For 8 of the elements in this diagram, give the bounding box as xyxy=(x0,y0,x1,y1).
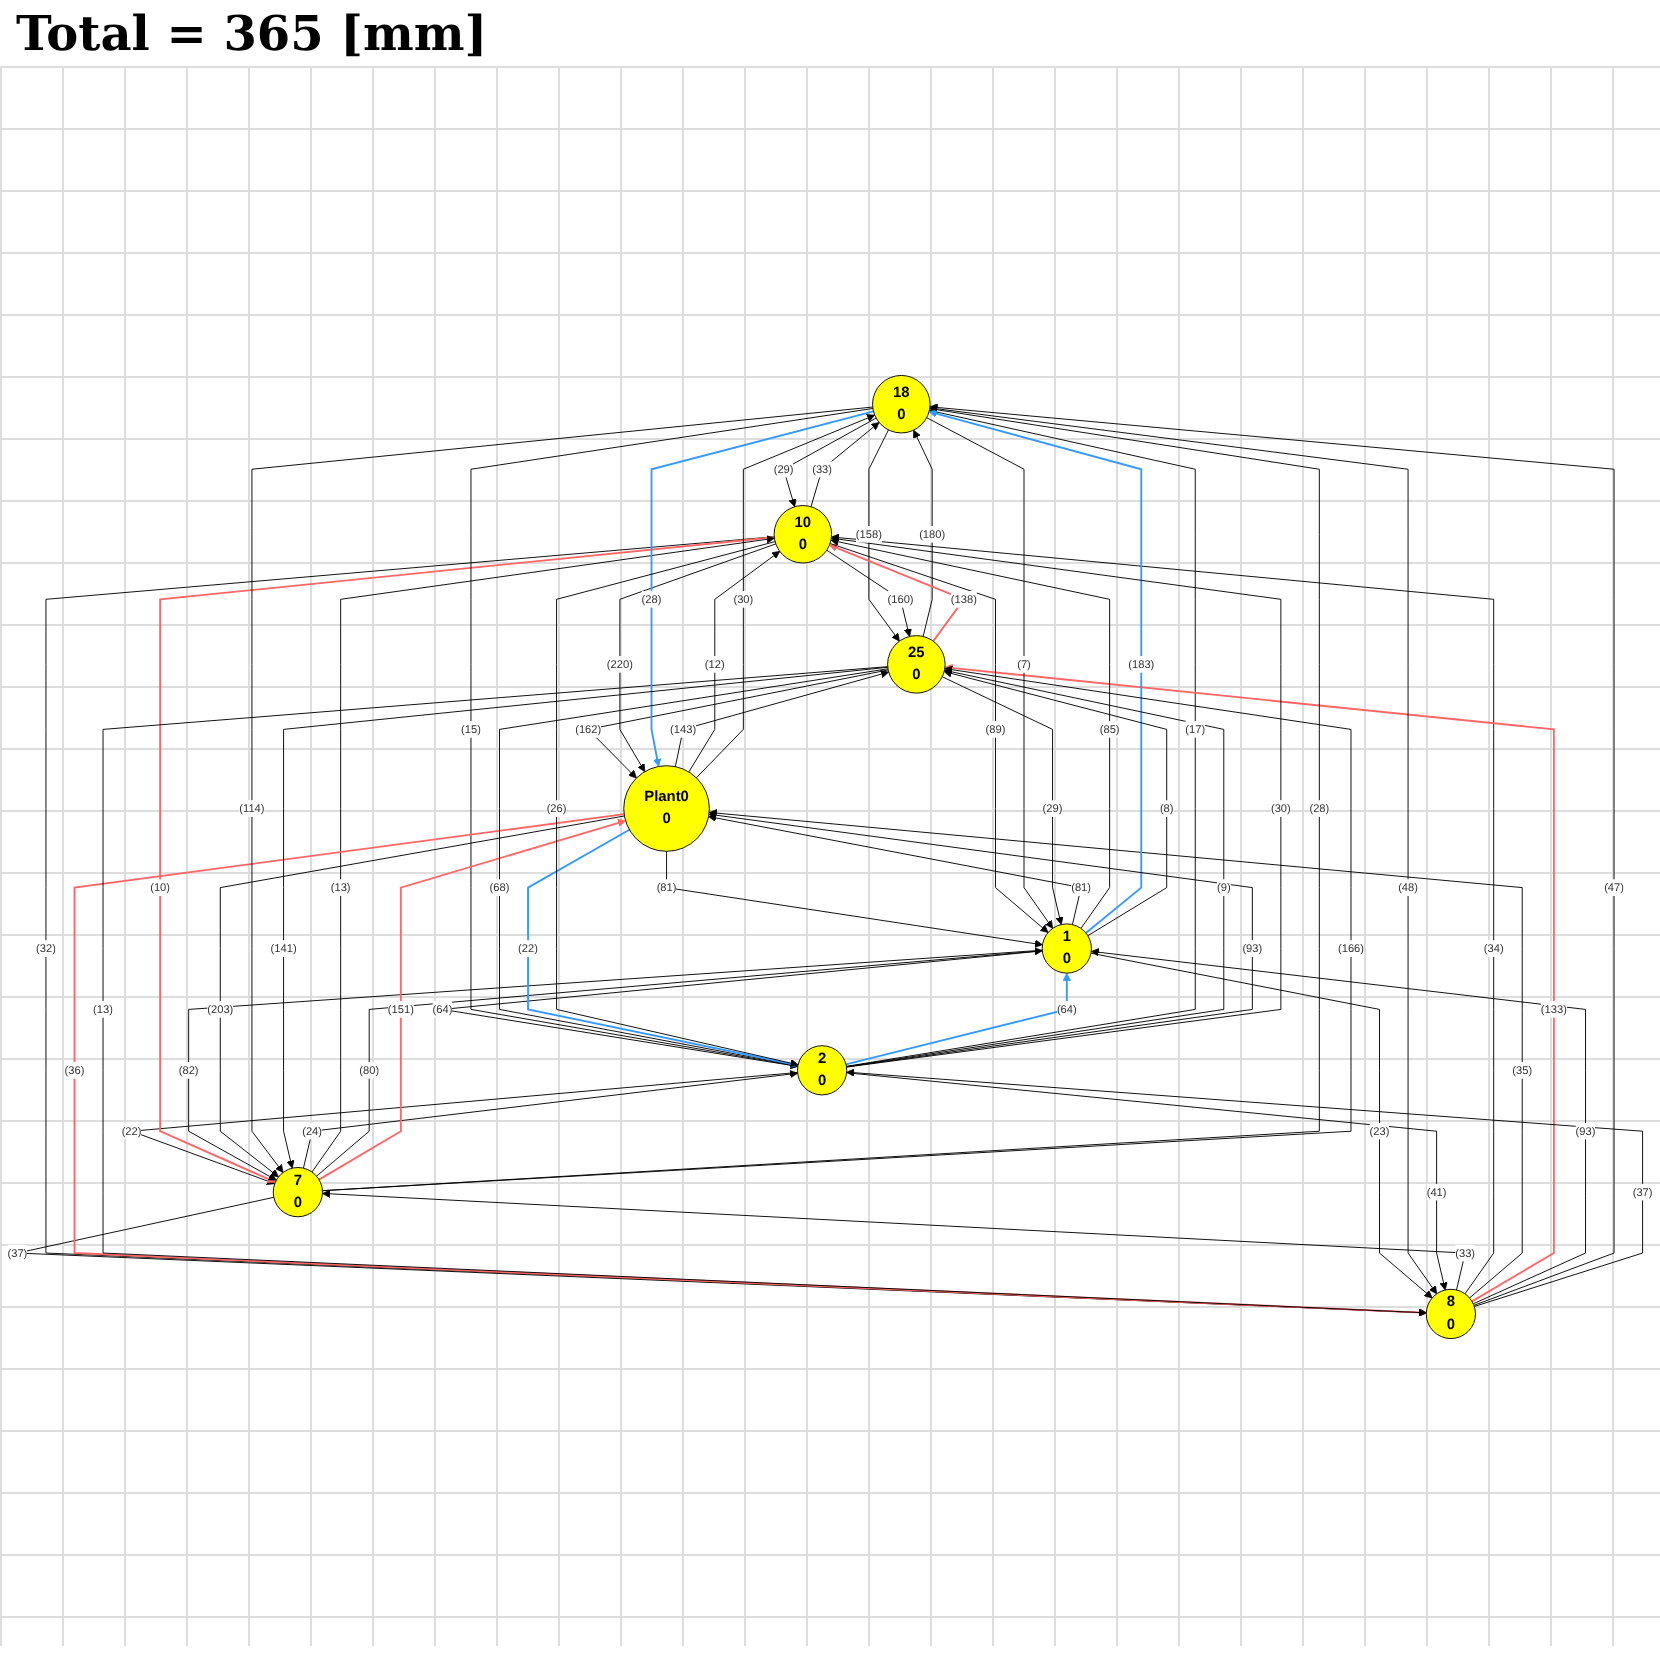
arrow xyxy=(650,409,875,766)
diagram-title: Total = 365 [mm] xyxy=(16,4,488,62)
arrow xyxy=(845,971,1071,1065)
arrow xyxy=(318,817,626,1180)
arrow xyxy=(527,827,799,1067)
arrow xyxy=(944,662,1555,1302)
arrow xyxy=(928,408,1143,933)
arrow xyxy=(159,535,776,1182)
